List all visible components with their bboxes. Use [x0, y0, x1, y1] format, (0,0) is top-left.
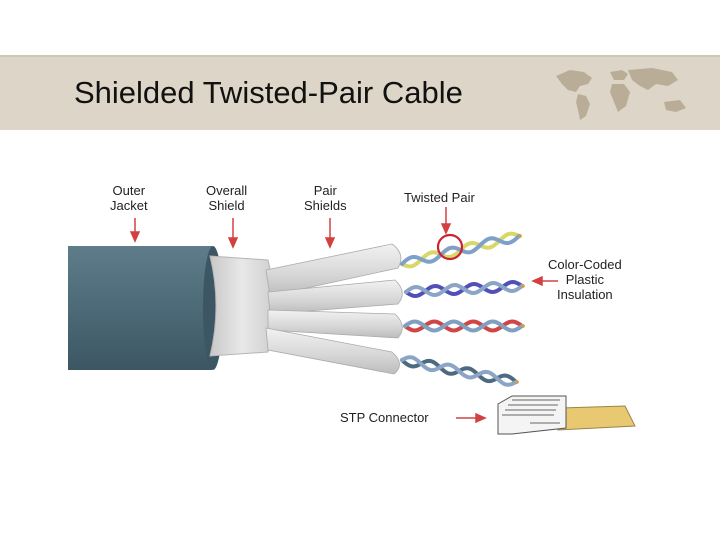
label-stp-connector: STP Connector [340, 410, 429, 425]
pair-2-conductor-tip [521, 284, 525, 288]
pair-4-wire-b [400, 355, 518, 387]
slide-title: Shielded Twisted-Pair Cable [74, 75, 463, 110]
pair-3-wire-b [403, 319, 524, 333]
pair-shields [265, 243, 403, 375]
pair-2-wire-b [404, 280, 524, 298]
world-map-icon [556, 68, 686, 120]
connector-cable [557, 405, 636, 431]
stp-connector [497, 395, 636, 435]
outer-jacket [68, 246, 219, 370]
label-pair-shields: Pair Shields [304, 183, 347, 213]
label-overall-shield: Overall Shield [206, 183, 248, 213]
label-color-coded-insulation: Color-Coded Plastic Insulation [548, 257, 622, 302]
pair-3-conductor-tip [521, 324, 525, 328]
pair-1-conductor-tip [518, 234, 522, 238]
label-arrows [129, 207, 558, 424]
label-twisted-pair: Twisted Pair [404, 190, 475, 205]
twisted-pairs [400, 231, 525, 387]
label-outer-jacket: Outer Jacket [110, 183, 148, 213]
pair-4-conductor-tip [515, 380, 519, 384]
pair-1-wire-b [400, 234, 521, 266]
title-band [0, 55, 720, 130]
twisted-pair-highlight [436, 233, 464, 261]
overall-shield [209, 255, 275, 357]
